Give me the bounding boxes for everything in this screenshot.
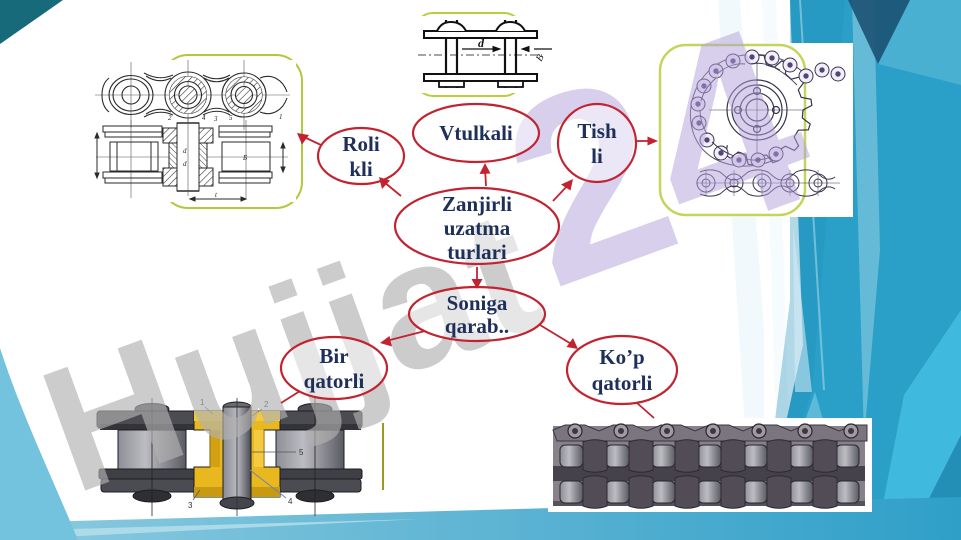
svg-text:4: 4 bbox=[202, 114, 206, 122]
svg-text:5: 5 bbox=[229, 114, 233, 122]
svg-text:Soniga: Soniga bbox=[447, 291, 508, 315]
svg-text:Б: Б bbox=[242, 154, 247, 162]
svg-text:3: 3 bbox=[188, 501, 193, 510]
svg-text:kli: kli bbox=[349, 157, 373, 181]
svg-text:d: d bbox=[183, 160, 187, 168]
svg-text:1: 1 bbox=[279, 113, 283, 121]
svg-text:qarab..: qarab.. bbox=[445, 314, 509, 338]
svg-text:t: t bbox=[215, 191, 218, 199]
svg-text:li: li bbox=[591, 144, 603, 168]
svg-text:Vtulkali: Vtulkali bbox=[439, 121, 513, 145]
svg-text:Tish: Tish bbox=[577, 119, 617, 143]
svg-text:5: 5 bbox=[299, 448, 304, 457]
svg-text:2: 2 bbox=[264, 400, 269, 409]
svg-text:4: 4 bbox=[288, 497, 293, 506]
svg-text:2: 2 bbox=[168, 114, 172, 122]
svg-text:Ko’p: Ko’p bbox=[599, 345, 645, 369]
svg-text:turlari: turlari bbox=[447, 240, 507, 264]
svg-text:Zanjirli: Zanjirli bbox=[442, 192, 512, 216]
svg-text:Bir: Bir bbox=[319, 344, 348, 368]
svg-text:d: d bbox=[478, 36, 485, 50]
svg-text:uzatma: uzatma bbox=[444, 216, 511, 240]
svg-text:qatorli: qatorli bbox=[592, 371, 653, 395]
svg-text:Roli: Roli bbox=[342, 132, 380, 156]
svg-text:qatorli: qatorli bbox=[304, 369, 365, 393]
svg-text:d: d bbox=[183, 147, 187, 155]
svg-text:1: 1 bbox=[200, 398, 205, 407]
svg-text:3: 3 bbox=[213, 115, 218, 123]
svg-text:B: B bbox=[534, 53, 547, 64]
